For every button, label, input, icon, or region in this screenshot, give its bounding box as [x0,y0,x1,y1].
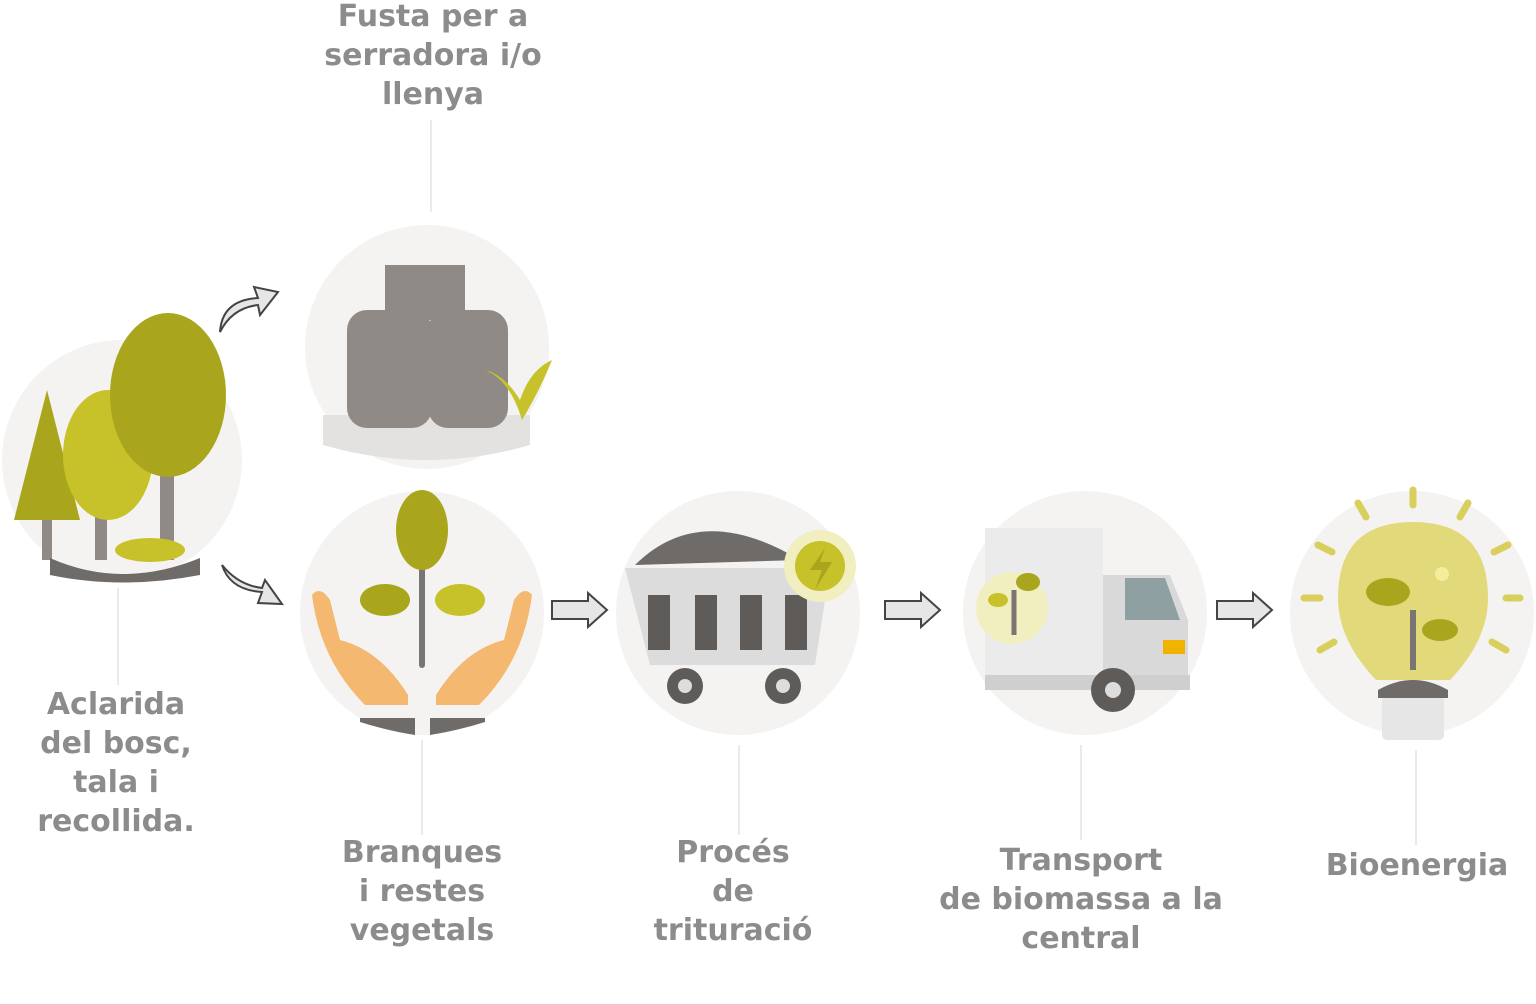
label-line: Bioenergia [1325,848,1509,883]
right-arrow-icons [551,590,1274,630]
curved-arrow-icons [219,285,284,606]
label-line: serradora i/o [324,38,542,73]
label-line: Transport [999,843,1163,878]
label-line: recollida. [37,804,195,839]
timber-logs-icon [305,225,552,469]
label-line: Aclarida [46,687,186,722]
label-line: trituració [653,913,813,948]
lightbulb-icon [1290,486,1534,740]
label-line: vegetals [349,913,495,948]
label-line: de biomassa a la [939,882,1223,917]
label-line: tala i [73,765,159,800]
label-shredding: Procés de trituració [654,833,813,950]
label-line: Branques [341,835,503,870]
label-line: Procés [676,835,790,870]
hands-plant-icon [300,490,544,735]
label-line: de [712,874,754,909]
label-line: Fusta per a [337,0,529,34]
truck-icon [963,491,1207,735]
label-bioenergy: Bioenergia [1326,846,1509,885]
label-line: llenya [381,77,485,112]
label-transport: Transport de biomassa a la central [939,841,1223,958]
label-timber: Fusta per a serradora i/o llenya [324,0,541,114]
forest-icon [2,313,242,583]
label-forest: Aclarida del bosc, tala i recollida. [37,685,195,841]
label-line: i restes [358,874,486,909]
label-line: del bosc, [40,726,192,761]
connector-lines [117,120,1417,845]
label-branches: Branques i restes vegetals [342,833,502,950]
shredder-cart-icon [616,491,860,735]
label-line: central [1021,921,1141,956]
